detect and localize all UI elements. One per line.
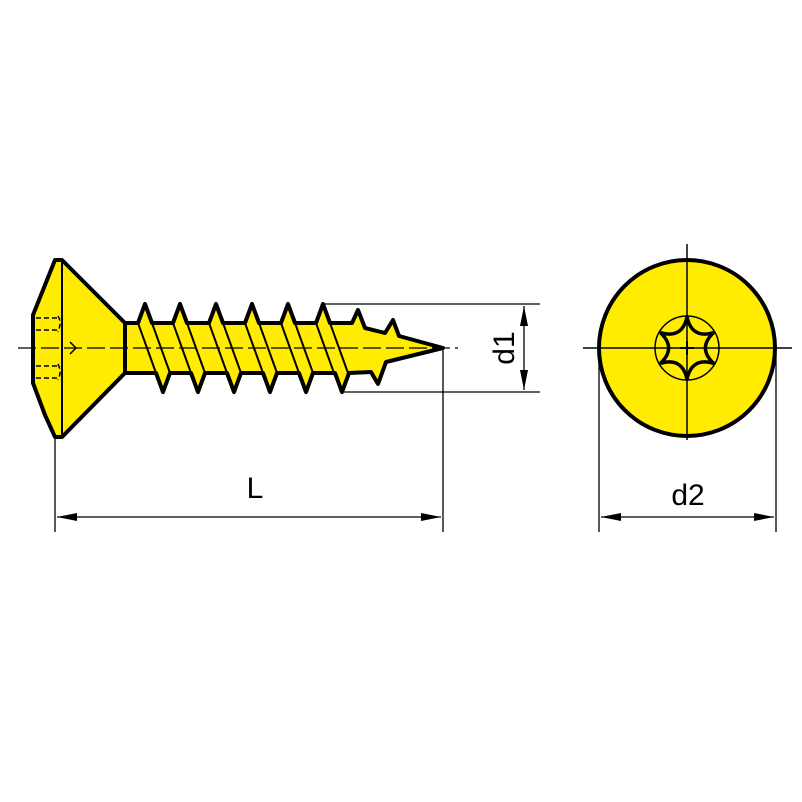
screw-side-view (18, 258, 458, 439)
d2-label: d2 (671, 479, 704, 512)
length-label: L (247, 472, 264, 505)
thread-helix-line (329, 322, 349, 374)
dimensions-head (598, 350, 777, 532)
thread-helix-line (280, 322, 300, 374)
d1-label: d1 (488, 331, 521, 364)
thread-helix-line (258, 322, 278, 374)
dimensions-side (54, 303, 540, 532)
recess-hidden-lines (36, 315, 61, 381)
screw-head-top-view (583, 244, 792, 440)
